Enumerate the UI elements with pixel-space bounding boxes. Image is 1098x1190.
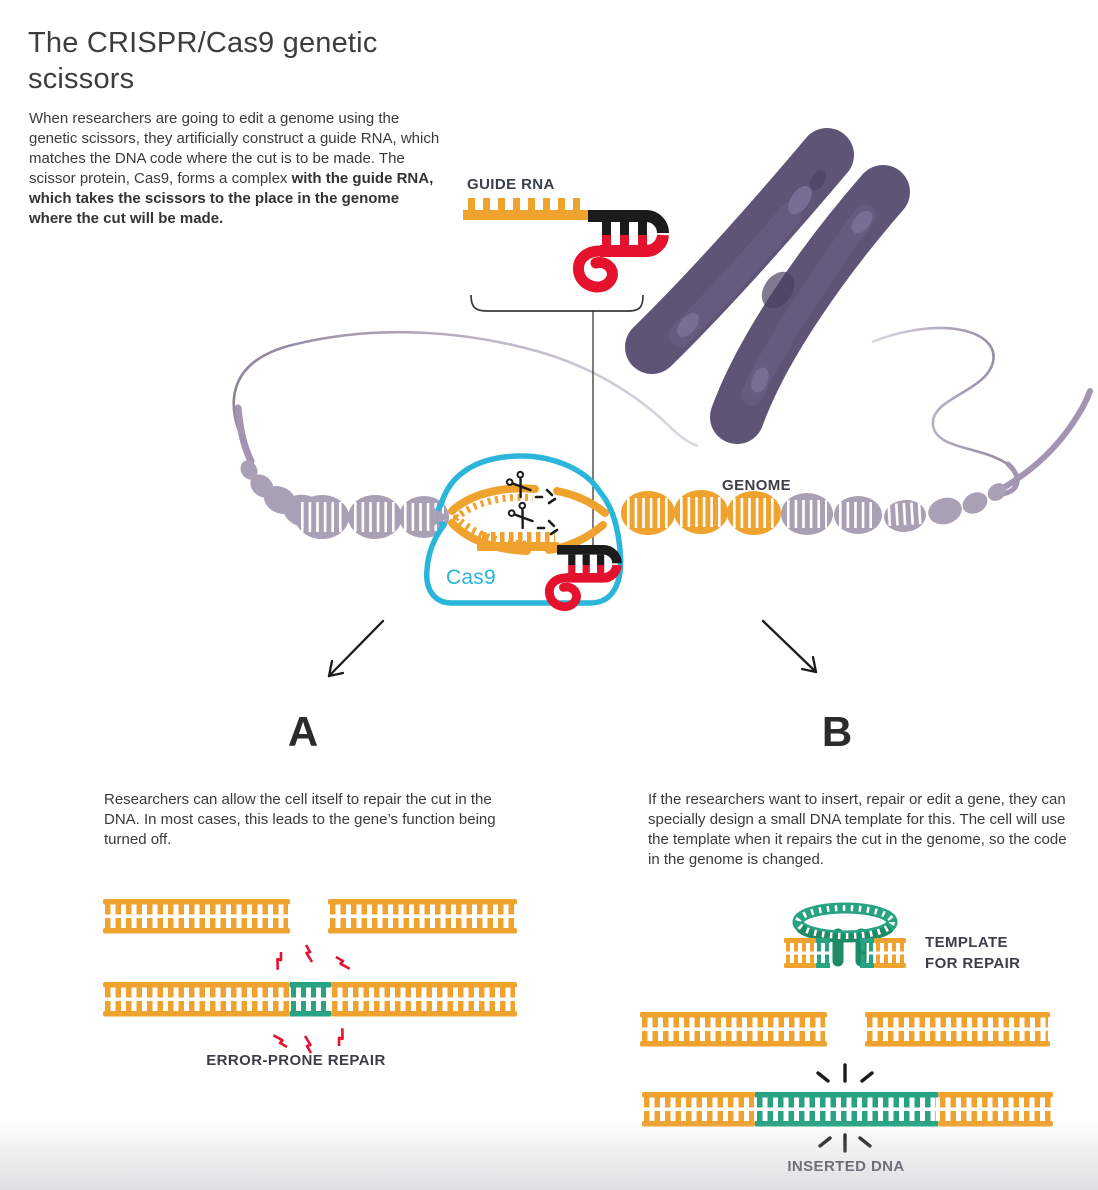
repair-template-illustration — [784, 902, 906, 968]
branch-arrow-right — [761, 619, 818, 674]
intro-paragraph: When researchers are going to edit a gen… — [29, 109, 445, 229]
cut-marks — [534, 488, 557, 505]
page-title: The CRISPR/Cas9 genetic scissors — [28, 27, 378, 96]
guide-rna-label: GUIDE RNA — [467, 176, 555, 193]
section-a-text: Researchers can allow the cell itself to… — [104, 791, 496, 848]
template-label-line2: FOR REPAIR — [925, 955, 1021, 972]
branch-arrow-left — [327, 619, 385, 678]
template-label-line1: TEMPLATE — [925, 934, 1008, 951]
bracket — [470, 294, 644, 551]
guide-rna-illustration — [463, 198, 663, 287]
cas9-cloud — [424, 453, 624, 607]
section-b-heading: B — [821, 708, 853, 755]
genome-label: GENOME — [722, 477, 792, 494]
cas9-label: Cas9 — [446, 566, 496, 589]
intro-text-normal: When researchers are going to edit a gen… — [29, 110, 440, 187]
spark-marks-red — [271, 943, 351, 1055]
repaired-dna-a — [103, 943, 517, 1055]
error-prone-repair-label: ERROR-PRONE REPAIR — [206, 1052, 386, 1069]
section-a-heading: A — [287, 708, 319, 755]
chromatin-thread-left — [232, 330, 699, 465]
dna-helix — [240, 460, 1007, 539]
chromosome-illustration — [625, 128, 910, 444]
helix-end-chevron — [430, 506, 449, 528]
template-for-repair-label: TEMPLATE FOR REPAIR — [925, 932, 1020, 974]
scissors-icon — [506, 500, 537, 532]
page-edge-gradient — [0, 1118, 1098, 1190]
broken-dna-b — [640, 1012, 1050, 1047]
intro-text-bold: with the guide RNA, which takes the scis… — [29, 170, 434, 227]
broken-dna-a — [103, 899, 517, 934]
section-b-text: If the researchers want to insert, repai… — [648, 791, 1067, 868]
chromatin-thread-right — [871, 326, 1093, 497]
